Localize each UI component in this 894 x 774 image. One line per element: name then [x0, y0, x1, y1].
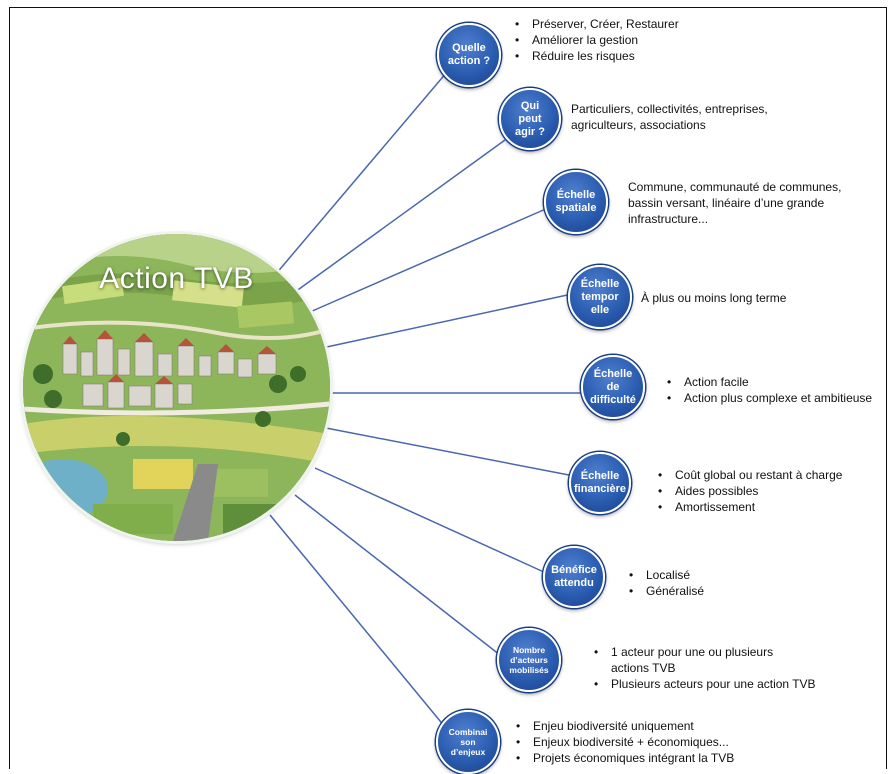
desc-qui-peut-agir: Particuliers, collectivités, entreprises… — [571, 101, 768, 133]
desc-echelle-spatiale: Commune, communauté de communes, bassin … — [628, 179, 841, 227]
landscape-illustration — [23, 234, 330, 541]
node-echelle-spatiale[interactable]: Échelle spatiale — [544, 170, 608, 234]
desc-echelle-temporelle: À plus ou moins long terme — [641, 290, 786, 306]
node-combinaison-enjeux[interactable]: Combinai son d’enjeux — [436, 710, 500, 774]
hub-title: Action TVB — [99, 262, 254, 295]
list-item: Action facile — [667, 374, 872, 390]
list-item: Aides possibles — [658, 483, 842, 499]
desc-text: À plus ou moins long terme — [641, 291, 787, 305]
list-item: Plusieurs acteurs pour une action TVB — [594, 676, 816, 692]
list-item: Améliorer la gestion — [515, 32, 679, 48]
node-echelle-temporelle[interactable]: Échelle tempor elle — [568, 265, 632, 329]
desc-combinaison-enjeux: Enjeu biodiversité uniquement Enjeux bio… — [516, 718, 734, 766]
desc-echelle-difficulte: Action facile Action plus complexe et am… — [667, 374, 872, 406]
node-echelle-financiere[interactable]: Échelle financière — [569, 452, 631, 514]
connector-line — [309, 207, 549, 313]
connector-line — [294, 139, 506, 293]
list-item: Généralisé — [629, 583, 704, 599]
node-nombre-acteurs[interactable]: Nombre d’acteurs mobilisés — [497, 628, 561, 692]
list-item: Réduire les risques — [515, 48, 679, 64]
list-item: Projets économiques intégrant la TVB — [516, 750, 734, 766]
hub-circle: Action TVB — [23, 234, 330, 541]
node-qui-peut-agir[interactable]: Qui peut agir ? — [499, 88, 561, 150]
list-item: Action plus complexe et ambitieuse — [667, 390, 872, 406]
desc-text: Particuliers, collectivités, entreprises… — [571, 102, 768, 132]
desc-nombre-acteurs: 1 acteur pour une ou plusieurs actions T… — [594, 644, 816, 692]
desc-text: Commune, communauté de communes, bassin … — [628, 180, 842, 226]
list-item: Enjeu biodiversité uniquement — [516, 718, 734, 734]
list-item: 1 acteur pour une ou plusieurs actions T… — [594, 644, 816, 676]
diagram-frame — [9, 7, 887, 769]
desc-benefice-attendu: Localisé Généralisé — [629, 567, 704, 599]
connector-line — [314, 467, 547, 574]
list-item: Localisé — [629, 567, 704, 583]
list-item: Enjeux biodiversité + économiques... — [516, 734, 734, 750]
desc-echelle-financiere: Coût global ou restant à charge Aides po… — [658, 467, 842, 515]
node-echelle-difficulte[interactable]: Échelle de difficulté — [581, 355, 645, 419]
list-item: Amortissement — [658, 499, 842, 515]
list-item: Coût global ou restant à charge — [658, 467, 842, 483]
connector-line — [325, 427, 570, 476]
node-quelle-action[interactable]: Quelle action ? — [437, 23, 501, 87]
list-item: Préserver, Créer, Restaurer — [515, 16, 679, 32]
node-benefice-attendu[interactable]: Bénéfice attendu — [543, 546, 605, 608]
desc-quelle-action: Préserver, Créer, Restaurer Améliorer la… — [515, 16, 679, 64]
connector-line — [321, 293, 573, 349]
connector-line — [269, 514, 446, 728]
